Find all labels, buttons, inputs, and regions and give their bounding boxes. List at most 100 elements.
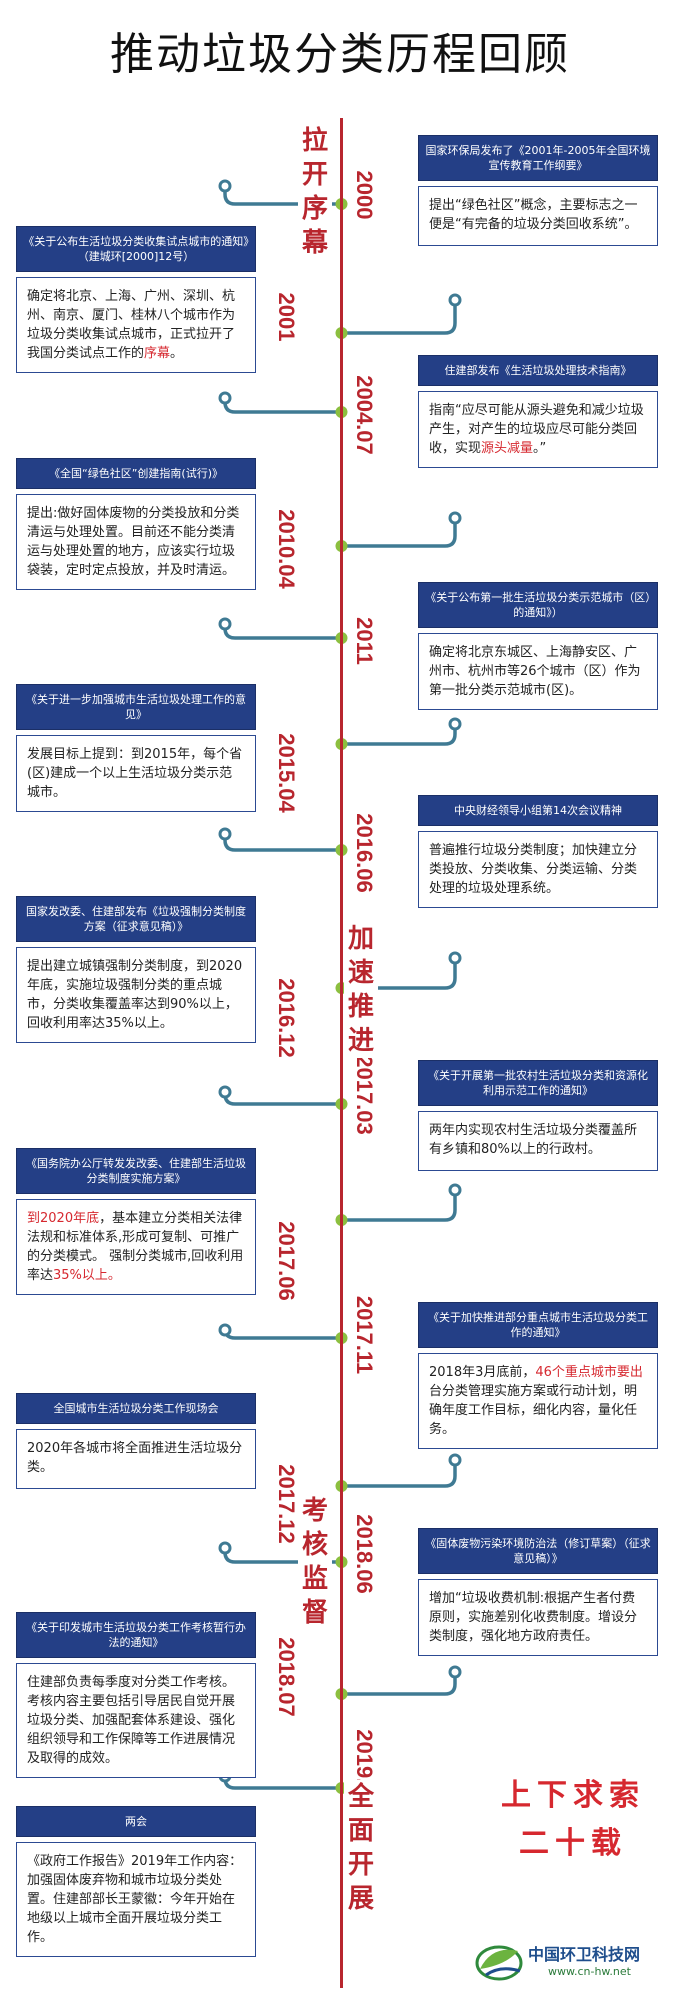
- connector-line: [339, 1188, 457, 1222]
- event-card: 国家环保局发布了《2001年-2005年全国环境宣传教育工作纲要》 提出“绿色社…: [418, 135, 658, 246]
- highlight-text: 46个重点城市要出: [535, 1365, 643, 1380]
- body-text: 确定将北京东城区、上海静安区、广州市、杭州市等26个城市（区）作为第一批分类示范…: [429, 645, 641, 698]
- body-text: 。”: [533, 441, 547, 456]
- event-card: 《全国“绿色社区”创建指南(试行)》 提出:做好固体废物的分类投放和分类清运与处…: [16, 458, 256, 590]
- event-body: 《政府工作报告》2019年工作内容：加强固体废弃物和城市垃圾分类处置。住建部部长…: [16, 1842, 256, 1957]
- event-title: 两会: [16, 1806, 256, 1837]
- event-card: 住建部发布《生活垃圾处理技术指南》 指南“应尽可能从源头避免和减少垃圾产生，对产…: [418, 355, 658, 468]
- connector-line: [339, 1670, 457, 1696]
- event-title: 《固体废物污染环境防治法（修订草案）（征求意见稿）》: [418, 1528, 658, 1574]
- event-body: 普遍推行垃圾分类制度；加快建立分类投放、分类收集、分类运输、分类处理的垃圾处理系…: [418, 831, 658, 908]
- event-title: 国家环保局发布了《2001年-2005年全国环境宣传教育工作纲要》: [418, 135, 658, 181]
- page-title: 推动垃圾分类历程回顾: [110, 29, 570, 80]
- event-title: 住建部发布《生活垃圾处理技术指南》: [418, 355, 658, 386]
- slogan-line: 上下求索: [501, 1778, 645, 1813]
- connector-end-node: [448, 1453, 462, 1467]
- year-label: 2018.07: [274, 1637, 299, 1717]
- connector-line: [339, 722, 457, 746]
- event-card: 两会 《政府工作报告》2019年工作内容：加强固体废弃物和城市垃圾分类处置。住建…: [16, 1806, 256, 1957]
- connector-end-node: [218, 1541, 232, 1555]
- connector-end-node: [448, 1665, 462, 1679]
- body-text: 确定将北京、上海、广州、深圳、杭州、南京、厦门、桂林八个城市作为垃圾分类收集试点…: [27, 289, 236, 361]
- event-title: 《关于公布生活垃圾分类收集试点城市的通知》（建城环[2000]12号）: [16, 226, 256, 272]
- body-text: 。: [170, 346, 184, 361]
- event-body: 提出建立城镇强制分类制度，到2020年底，实施垃圾强制分类的重点城市，分类收集覆…: [16, 947, 256, 1043]
- year-label: 2001: [274, 292, 299, 342]
- event-card: 《关于印发城市生活垃圾分类工作考核暂行办法的通知》 住建部负责每季度对分类工作考…: [16, 1612, 256, 1778]
- event-card: 全国城市生活垃圾分类工作现场会 2020年各城市将全面推进生活垃圾分类。: [16, 1393, 256, 1489]
- connector-end-node: [448, 293, 462, 307]
- slogan-line: 二十载: [519, 1826, 627, 1861]
- body-text: 两年内实现农村生活垃圾分类覆盖所有乡镇和80%以上的行政村。: [429, 1123, 638, 1157]
- connector-end-node: [218, 617, 232, 631]
- event-body: 确定将北京、上海、广州、深圳、杭州、南京、厦门、桂林八个城市作为垃圾分类收集试点…: [16, 277, 256, 373]
- event-body: 提出“绿色社区”概念，主要标志之一便是“有完备的垃圾分类回收系统”。: [418, 186, 658, 246]
- event-body: 增加“垃圾收费机制:根据产生者付费原则，实施差别化收费制度。增设分类制度，强化地…: [418, 1579, 658, 1656]
- event-title: 《全国“绿色社区”创建指南(试行)》: [16, 458, 256, 489]
- connector-line: [339, 516, 457, 548]
- stage-label: 全面开展: [344, 1780, 378, 1916]
- year-label: 2000: [352, 170, 377, 220]
- event-body: 确定将北京东城区、上海静安区、广州市、杭州市等26个城市（区）作为第一批分类示范…: [418, 633, 658, 710]
- event-title: 《关于加快推进部分重点城市生活垃圾分类工作的通知》: [418, 1302, 658, 1348]
- body-text: ，基本建立分类相关法律法规和标准体系,形成可复制、可推广的分类模式。 强制分类城…: [27, 1211, 244, 1283]
- connector-end-node: [218, 391, 232, 405]
- body-text: 2018年3月底前，: [429, 1365, 536, 1380]
- body-text: 住建部负责每季度对分类工作考核。考核内容主要包括引导居民自觉开展垃圾分类、加强配…: [27, 1675, 236, 1766]
- body-text: 发展目标上提到：到2015年，每个省(区)建成一个以上生活垃圾分类示范城市。: [27, 747, 243, 800]
- body-text: 提出“绿色社区”概念，主要标志之一便是“有完备的垃圾分类回收系统”。: [429, 198, 638, 232]
- highlight-text: 35%以上。: [53, 1268, 121, 1283]
- connector-line: [223, 184, 344, 206]
- event-title: 中央财经领导小组第14次会议精神: [418, 795, 658, 826]
- event-title: 全国城市生活垃圾分类工作现场会: [16, 1393, 256, 1424]
- connector-end-node: [218, 827, 232, 841]
- event-body: 指南“应尽可能从源头避免和减少垃圾产生，对产生的垃圾应尽可能分类回收，实现源头减…: [418, 391, 658, 468]
- connector-line: [339, 298, 457, 335]
- highlight-text: 序幕: [144, 346, 171, 361]
- body-text: 《政府工作报告》2019年工作内容：加强固体废弃物和城市垃圾分类处置。住建部部长…: [27, 1854, 243, 1945]
- connector-end-node: [448, 511, 462, 525]
- body-text: 指南“应尽可能从源头避免和减少垃圾产生，对产生的垃圾应尽可能分类回收，实现: [429, 403, 644, 456]
- event-title: 《关于进一步加强城市生活垃圾处理工作的意见》: [16, 684, 256, 730]
- stage-label: 考核监督: [298, 1494, 332, 1630]
- event-card: 《关于开展第一批农村生活垃圾分类和资源化利用示范工作的通知》 两年内实现农村生活…: [418, 1060, 658, 1171]
- highlight-text: 源头减量: [481, 441, 534, 456]
- year-label: 2015.04: [274, 733, 299, 813]
- logo-name: 中国环卫科技网: [528, 1945, 641, 1964]
- connector-line: [339, 956, 457, 990]
- body-text: 提出建立城镇强制分类制度，到2020年底，实施垃圾强制分类的重点城市，分类收集覆…: [27, 959, 243, 1031]
- body-text: 普遍推行垃圾分类制度；加快建立分类投放、分类收集、分类运输、分类处理的垃圾处理系…: [429, 843, 638, 896]
- timeline-axis: [340, 118, 343, 1988]
- leaf-globe-icon: [475, 1945, 523, 1981]
- connector-line: [339, 1458, 457, 1488]
- event-title: 《关于印发城市生活垃圾分类工作考核暂行办法的通知》: [16, 1612, 256, 1658]
- event-body: 到2020年底，基本建立分类相关法律法规和标准体系,形成可复制、可推广的分类模式…: [16, 1199, 256, 1295]
- slogan: 上下求索 二十载: [478, 1772, 668, 1868]
- event-card: 《关于公布生活垃圾分类收集试点城市的通知》（建城环[2000]12号） 确定将北…: [16, 226, 256, 373]
- highlight-text: 到2020年底: [27, 1211, 100, 1226]
- event-title: 《关于公布第一批生活垃圾分类示范城市（区）的通知》）: [418, 582, 658, 628]
- connector-end-node: [218, 179, 232, 193]
- event-title: 《关于开展第一批农村生活垃圾分类和资源化利用示范工作的通知》: [418, 1060, 658, 1106]
- connector-end-node: [448, 717, 462, 731]
- event-body: 发展目标上提到：到2015年，每个省(区)建成一个以上生活垃圾分类示范城市。: [16, 735, 256, 812]
- logo-url: www.cn-hw.net: [548, 1965, 631, 1978]
- event-body: 2020年各城市将全面推进生活垃圾分类。: [16, 1429, 256, 1489]
- event-card: 《关于公布第一批生活垃圾分类示范城市（区）的通知》） 确定将北京东城区、上海静安…: [418, 582, 658, 710]
- year-label: 2017.11: [352, 1295, 377, 1375]
- year-label: 2010.04: [274, 509, 299, 589]
- body-text: 提出:做好固体废物的分类投放和分类清运与处理处置。目前还不能分类清运与处理处置的…: [27, 506, 240, 578]
- body-text: 2020年各城市将全面推进生活垃圾分类。: [27, 1441, 243, 1475]
- year-label: 2011: [352, 617, 377, 665]
- event-title: 《国务院办公厅转发发改委、住建部生活垃圾分类制度实施方案》: [16, 1148, 256, 1194]
- event-card: 国家发改委、住建部发布《垃圾强制分类制度方案（征求意见稿）》 提出建立城镇强制分…: [16, 896, 256, 1043]
- stage-label: 拉开序幕: [298, 124, 332, 260]
- connector-end-node: [218, 1323, 232, 1337]
- year-label: 2017.06: [274, 1221, 299, 1301]
- year-label: 2016.12: [274, 978, 299, 1058]
- year-label: 2018.06: [352, 1514, 377, 1594]
- connector-end-node: [218, 1085, 232, 1099]
- year-label: 2004.07: [352, 375, 377, 455]
- body-text: 增加“垃圾收费机制:根据产生者付费原则，实施差别化收费制度。增设分类制度，强化地…: [429, 1591, 638, 1644]
- event-body: 2018年3月底前，46个重点城市要出台分类管理实施方案或行动计划，明确年度工作…: [418, 1353, 658, 1449]
